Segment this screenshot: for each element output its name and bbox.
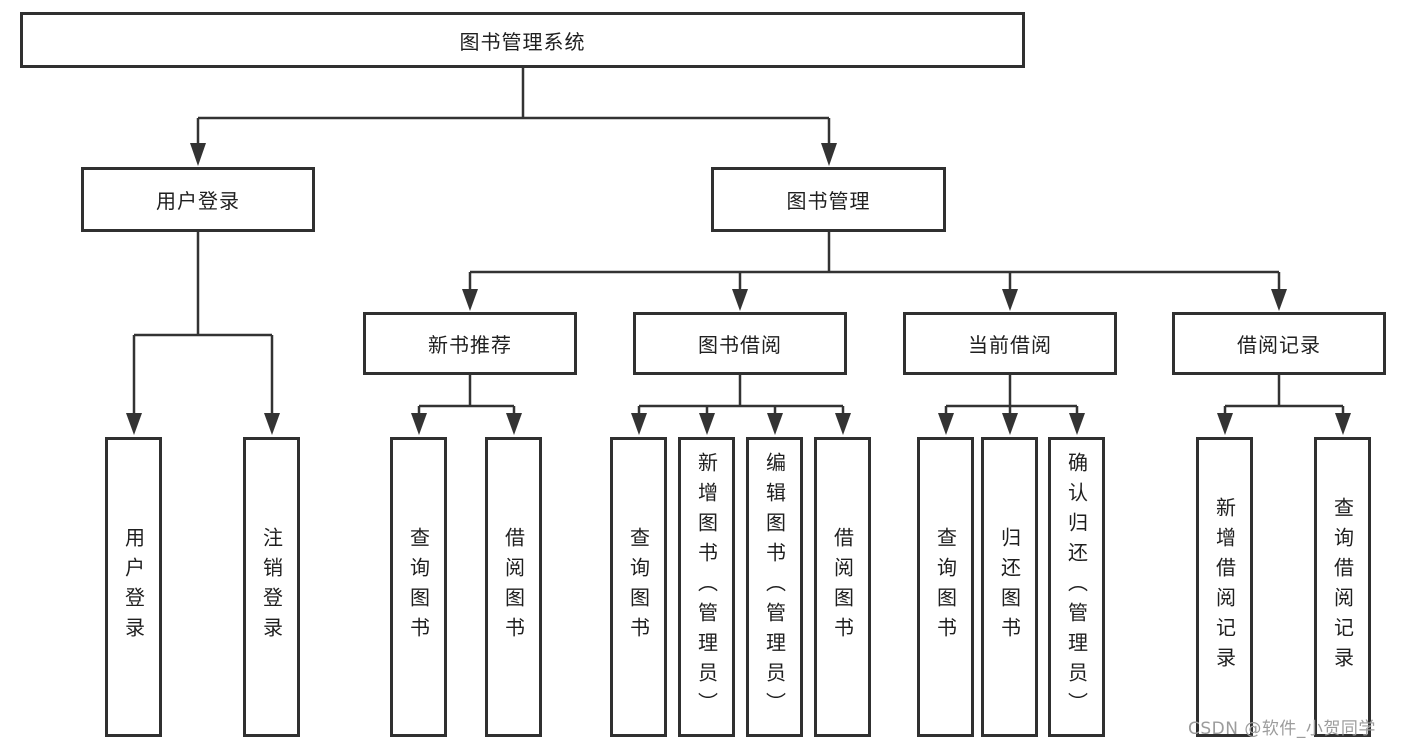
branch-new-book-recommend <box>411 375 522 435</box>
leaf-user-login: 用户登录 <box>105 437 162 737</box>
leaf-logout: 注销登录 <box>243 437 300 737</box>
leaf-borrow-books-label: 借阅图书 <box>830 527 855 647</box>
branch-root <box>190 68 837 166</box>
leaf-query-books-borrow: 查询图书 <box>610 437 667 737</box>
leaf-add-books-admin: 新增图书（管理员） <box>678 437 735 737</box>
node-user-login: 用户登录 <box>81 167 315 232</box>
watermark: CSDN @软件_小贺同学 <box>1188 719 1376 739</box>
leaf-query-borrow-record: 查询借阅记录 <box>1314 437 1371 737</box>
leaf-confirm-return-admin: 确认归还（管理员） <box>1048 437 1105 737</box>
branch-book-borrow <box>631 375 851 435</box>
leaf-query-books-recommend: 查询图书 <box>390 437 447 737</box>
node-new-book-recommend-label: 新书推荐 <box>428 333 512 357</box>
branch-borrow-records <box>1217 375 1351 435</box>
node-new-book-recommend: 新书推荐 <box>363 312 577 375</box>
leaf-user-login-label: 用户登录 <box>121 527 146 647</box>
leaf-borrow-books-recommend-label: 借阅图书 <box>501 527 526 647</box>
leaf-add-books-admin-label: 新增图书（管理员） <box>694 452 719 722</box>
node-book-borrow: 图书借阅 <box>633 312 847 375</box>
leaf-query-books-borrow-label: 查询图书 <box>626 527 651 647</box>
branch-current-borrow <box>938 375 1085 435</box>
leaf-logout-label: 注销登录 <box>259 527 284 647</box>
leaf-query-borrow-record-label: 查询借阅记录 <box>1330 497 1355 677</box>
leaf-edit-books-admin: 编辑图书（管理员） <box>746 437 803 737</box>
branch-book-management <box>462 232 1287 311</box>
node-borrow-records-label: 借阅记录 <box>1237 333 1321 357</box>
leaf-borrow-books: 借阅图书 <box>814 437 871 737</box>
leaf-borrow-books-recommend: 借阅图书 <box>485 437 542 737</box>
node-user-login-label: 用户登录 <box>156 189 240 213</box>
leaf-edit-books-admin-label: 编辑图书（管理员） <box>762 452 787 722</box>
leaf-add-borrow-record-label: 新增借阅记录 <box>1212 497 1237 677</box>
node-book-borrow-label: 图书借阅 <box>698 333 782 357</box>
node-current-borrow: 当前借阅 <box>903 312 1117 375</box>
node-book-management-label: 图书管理 <box>786 189 871 213</box>
leaf-add-borrow-record: 新增借阅记录 <box>1196 437 1253 737</box>
leaf-return-books-label: 归还图书 <box>997 527 1022 647</box>
leaf-query-books-current: 查询图书 <box>917 437 974 737</box>
leaf-return-books: 归还图书 <box>981 437 1038 737</box>
node-borrow-records: 借阅记录 <box>1172 312 1386 375</box>
leaf-query-books-current-label: 查询图书 <box>933 527 958 647</box>
node-library-system-label: 图书管理系统 <box>459 29 586 54</box>
leaf-query-books-recommend-label: 查询图书 <box>406 527 431 647</box>
branch-user-login <box>126 232 280 435</box>
node-library-system: 图书管理系统 <box>20 12 1025 68</box>
leaf-confirm-return-admin-label: 确认归还（管理员） <box>1064 452 1089 722</box>
node-current-borrow-label: 当前借阅 <box>968 333 1052 357</box>
node-book-management: 图书管理 <box>711 167 946 232</box>
